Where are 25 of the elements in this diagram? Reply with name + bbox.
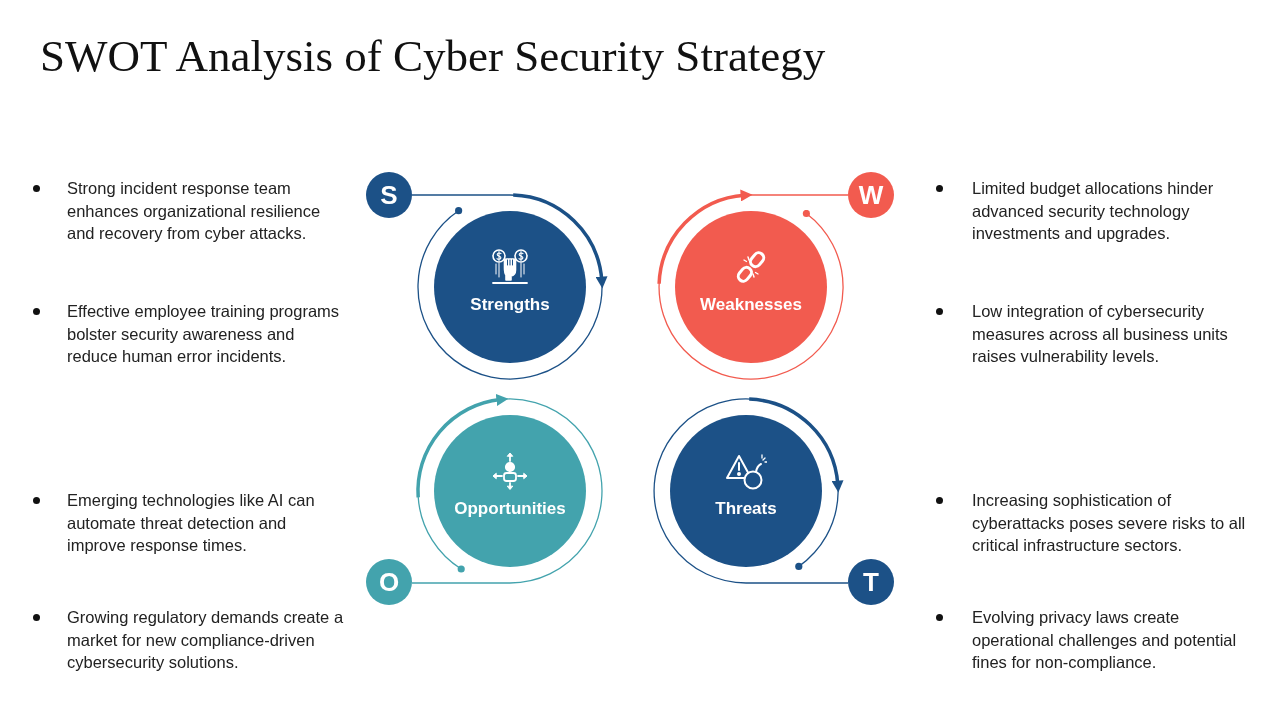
connector-line <box>411 398 603 584</box>
connector-line <box>411 194 603 380</box>
category-circle <box>670 415 822 567</box>
bullet-text: Strong incident response team enhances organizational resilience and recovery from cyber attacks. <box>67 178 322 244</box>
circle-title: Weaknesses <box>700 295 802 315</box>
category-circle <box>434 415 586 567</box>
letter-circle: W <box>848 172 894 218</box>
bullet-text: Limited budget allocations hinder advanced security technology investments and upgrades. <box>972 178 1215 244</box>
bullet-text: Evolving privacy laws create operational challenges and potential fines for non-compliance. <box>972 607 1238 673</box>
letter-circle: S <box>366 172 412 218</box>
bullet-text: Growing regulatory demands create a market for new compliance-driven cybersecurity solutions. <box>67 607 345 673</box>
bullet-text: Effective employee training programs bolster security awareness and reduce human error incidents. <box>67 301 341 367</box>
bullet-text: Low integration of cybersecurity measures across all business units raises vulnerability levels. <box>972 301 1229 367</box>
connector-line <box>658 194 849 380</box>
category-circle <box>675 211 827 363</box>
circle-title: Threats <box>715 499 777 519</box>
circle-title: Opportunities <box>454 499 566 519</box>
bullet-text: Emerging technologies like AI can automate threat detection and improve response times. <box>67 490 316 556</box>
letter-circle: O <box>366 559 412 605</box>
circle-title: Strengths <box>470 295 550 315</box>
title: SWOT Analysis of Cyber Security Strategy <box>40 31 826 81</box>
category-circle <box>434 211 586 363</box>
bullet-text: Increasing sophistication of cyberattacks poses severe risks to all critical infrastructure sectors. <box>972 490 1247 556</box>
letter-circle: T <box>848 559 894 605</box>
connector-line <box>653 398 849 584</box>
